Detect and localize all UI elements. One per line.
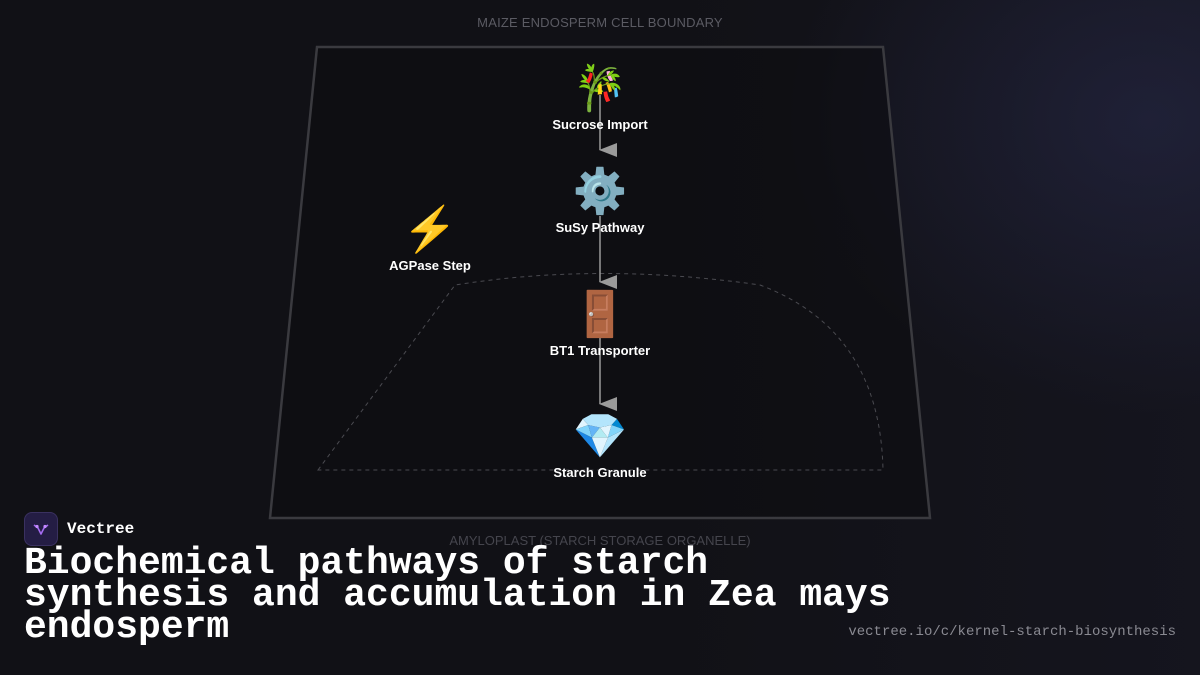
node-susy-pathway: ⚙️ SuSy Pathway: [520, 167, 680, 235]
gem-icon: 💎: [572, 412, 628, 461]
gear-icon: ⚙️: [572, 167, 628, 216]
cell-boundary-label: MAIZE ENDOSPERM CELL BOUNDARY: [477, 15, 723, 30]
page-title: Biochemical pathways of starch synthesis…: [24, 542, 891, 649]
amyloplast-label: AMYLOPLAST (STARCH STORAGE ORGANELLE): [449, 533, 751, 548]
node-label: SuSy Pathway: [555, 220, 645, 235]
node-bt1-transporter: 🚪 BT1 Transporter: [520, 290, 680, 358]
node-sucrose-import: 🎋 Sucrose Import: [520, 64, 680, 132]
brand-name: Vectree: [67, 520, 135, 538]
brand: Vectree: [24, 512, 134, 546]
node-label: Sucrose Import: [552, 117, 648, 132]
lightning-icon: ⚡: [402, 205, 458, 254]
source-url: vectree.io/c/kernel-starch-biosynthesis: [848, 624, 1176, 640]
node-agpase-step: ⚡ AGPase Step: [350, 205, 510, 273]
bamboo-icon: 🎋: [572, 64, 628, 113]
door-icon: 🚪: [572, 290, 628, 339]
vectree-logo-icon: [24, 512, 58, 546]
node-label: Starch Granule: [553, 465, 647, 480]
node-label: BT1 Transporter: [549, 343, 651, 358]
node-starch-granule: 💎 Starch Granule: [520, 412, 680, 480]
amyloplast-boundary: [317, 273, 884, 471]
node-label: AGPase Step: [389, 258, 471, 273]
